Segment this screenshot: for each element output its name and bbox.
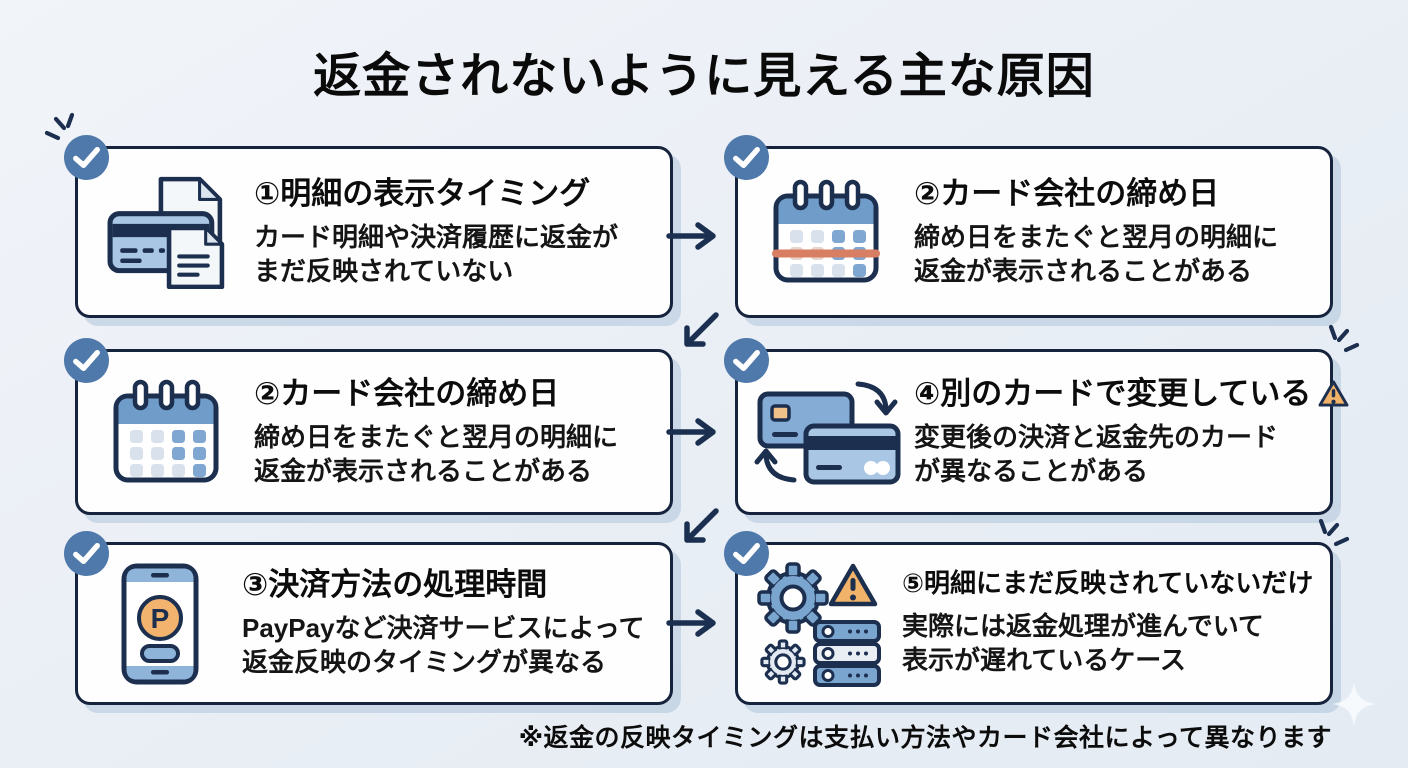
spark-lines-icon bbox=[44, 112, 75, 141]
card-title: ①明細の表示タイミング bbox=[254, 175, 591, 211]
check-icon bbox=[73, 146, 100, 169]
calendar-icon bbox=[90, 378, 242, 486]
check-icon bbox=[733, 146, 760, 169]
arrow-right-icon bbox=[666, 222, 716, 250]
arrow-down-left-icon bbox=[684, 312, 719, 347]
gears-server-warning-icon bbox=[750, 558, 890, 690]
footnote: ※返金の反映タイミングは支払い方法やカード会社によって異なります bbox=[518, 724, 1332, 752]
spark-lines-icon bbox=[1328, 324, 1360, 353]
card-title: ③決済方法の処理時間 bbox=[242, 567, 548, 603]
calendar-strikethrough-icon bbox=[750, 178, 902, 286]
page-title: 返金されないように見える主な原因 bbox=[313, 50, 1095, 103]
card-desc: 締め日をまたぐと翌月の明細に 返金が表示されることがある bbox=[914, 221, 1279, 286]
arrow-down-left-icon bbox=[684, 508, 719, 543]
check-badge bbox=[64, 531, 109, 576]
check-icon bbox=[733, 542, 760, 565]
card-reason-4: ④別のカードで変更している 変更後の決済と返金先のカード が異なることがある bbox=[724, 338, 1349, 515]
sparkle-icon bbox=[1332, 682, 1376, 726]
credit-card-documents-icon bbox=[90, 175, 242, 289]
check-badge bbox=[64, 135, 109, 180]
card-title: ②カード会社の締め日 bbox=[254, 375, 560, 411]
card-reason-6: ⑤明細にまだ反映されていないだけ 実際には返金処理が進んでいて 表示が遅れている… bbox=[724, 531, 1333, 705]
card-reason-1: ①明細の表示タイミング カード明細や決済履歴に返金が まだ反映されていない bbox=[64, 135, 673, 318]
card-swap-icon bbox=[750, 376, 902, 488]
card-desc: カード明細や決済履歴に返金が まだ反映されていない bbox=[254, 221, 619, 286]
card-reason-2: ②カード会社の締め日 締め日をまたぐと翌月の明細に 返金が表示されることがある bbox=[724, 135, 1333, 318]
card-title: ④別のカードで変更している bbox=[914, 376, 1350, 412]
smartphone-pay-icon: P bbox=[90, 562, 230, 686]
card-desc: 変更後の決済と返金先のカード が異なることがある bbox=[914, 421, 1279, 486]
card-reason-5: P ③決済方法の処理時間 PayPayなど決済サービスによって 返金反映のタイミ… bbox=[64, 531, 673, 705]
card-title: ⑤明細にまだ反映されていないだけ bbox=[902, 568, 1314, 599]
warning-icon bbox=[1318, 380, 1349, 407]
card-reason-3: ②カード会社の締め日 締め日をまたぐと翌月の明細に 返金が表示されることがある bbox=[64, 338, 673, 515]
arrow-right-icon bbox=[666, 609, 716, 637]
arrow-right-icon bbox=[666, 418, 716, 446]
check-badge bbox=[64, 338, 109, 383]
check-badge bbox=[724, 135, 769, 180]
card-title: ②カード会社の締め日 bbox=[914, 175, 1220, 211]
check-badge bbox=[724, 338, 769, 383]
check-icon bbox=[73, 542, 100, 565]
card-desc: PayPayなど決済サービスによって 返金反映のタイミングが異なる bbox=[242, 613, 645, 678]
spark-lines-icon bbox=[1318, 518, 1350, 547]
card-desc: 締め日をまたぐと翌月の明細に 返金が表示されることがある bbox=[254, 421, 619, 486]
check-icon bbox=[733, 349, 760, 372]
check-icon bbox=[73, 349, 100, 372]
card-desc: 実際には返金処理が進んでいて 表示が遅れているケース bbox=[902, 611, 1264, 676]
svg-text:P: P bbox=[151, 603, 170, 634]
check-badge bbox=[724, 531, 769, 576]
